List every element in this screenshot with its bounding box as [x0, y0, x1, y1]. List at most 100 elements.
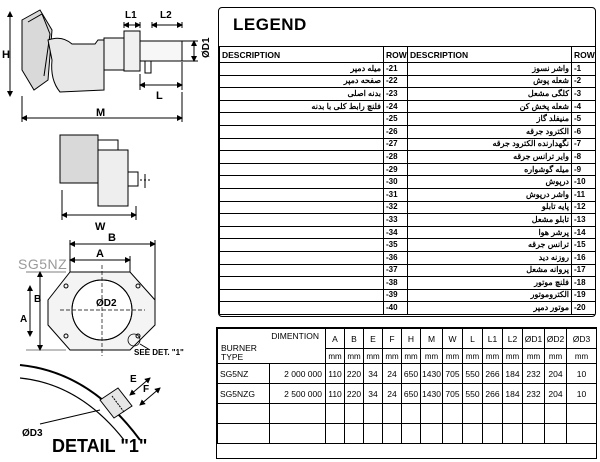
- legend-right-desc: واشر درپوش: [407, 187, 572, 202]
- detail-label: DETAIL "1": [52, 436, 148, 456]
- legend-left-num: -26: [383, 124, 408, 139]
- legend-left-desc: [219, 175, 384, 189]
- legend-right-num: -7: [571, 137, 595, 152]
- legend-right-desc: میله گوشواره: [407, 162, 572, 177]
- legend-left-num: -32: [383, 200, 408, 215]
- legend-panel: LEGEND DESCRIPTION ROW DESCRIPTION ROW م…: [218, 7, 596, 317]
- dim-col-header: E: [363, 328, 383, 349]
- dim-value-cell: 232: [522, 383, 545, 404]
- dim-col-header: W: [442, 328, 463, 349]
- dim-empty-cell: [566, 423, 596, 444]
- dim-empty-cell: [482, 423, 503, 444]
- legend-left-desc: [219, 225, 384, 240]
- legend-right-desc: روزنه دید: [407, 250, 572, 265]
- legend-left-desc: میله دمپر: [219, 62, 384, 76]
- legend-right-num: -20: [571, 301, 595, 315]
- legend-left-desc: فلنچ رابط کلی با بدنه: [219, 99, 384, 114]
- dim-empty-cell: [382, 423, 402, 444]
- dim-model-cell: SG5NZG: [217, 383, 270, 404]
- dim-value-cell: 204: [544, 363, 567, 384]
- legend-right-desc: الکترود جرقه: [407, 124, 572, 139]
- legend-title: LEGEND: [233, 15, 307, 34]
- legend-right-desc: درپوش: [407, 175, 572, 189]
- dim-value-cell: 220: [344, 363, 364, 384]
- dim-l1-label: L1: [125, 10, 137, 21]
- dim-col-header: H: [401, 328, 421, 349]
- legend-left-desc: [219, 288, 384, 303]
- dim-empty-cell: [325, 403, 345, 424]
- dim-empty-cell: [325, 423, 345, 444]
- legend-right-num: -15: [571, 238, 595, 252]
- dim-value-cell: 184: [502, 363, 523, 384]
- dim-b-label: B: [108, 232, 116, 244]
- dim-d1-label: ØD1: [201, 37, 212, 58]
- dim-empty-cell: [344, 403, 364, 424]
- legend-right-num: -19: [571, 288, 595, 303]
- dim-unit-cell: mm: [544, 348, 567, 364]
- dim-empty-cell: [401, 403, 421, 424]
- legend-right-desc: شعله پخش کن: [407, 99, 572, 114]
- legend-right-desc: ترانس جرقه: [407, 238, 572, 252]
- legend-right-num: -18: [571, 276, 595, 290]
- legend-left-num: -23: [383, 87, 408, 101]
- dim-unit-cell: mm: [363, 348, 383, 364]
- dim-col-header: ØD2: [544, 328, 567, 349]
- legend-left-num: -35: [383, 238, 408, 252]
- dim-d3-label: ØD3: [22, 428, 43, 439]
- model-label: SG5NZ: [18, 256, 68, 272]
- legend-right-num: -5: [571, 112, 595, 126]
- dim-e-label: E: [130, 374, 137, 385]
- legend-left-desc: [219, 250, 384, 265]
- legend-left-num: -29: [383, 162, 408, 177]
- legend-right-num: -3: [571, 87, 595, 101]
- dim-unit-cell: mm: [462, 348, 483, 364]
- dim-empty-row: [217, 423, 596, 444]
- legend-desc-header-left: DESCRIPTION: [219, 46, 384, 63]
- legend-left-num: -37: [383, 263, 408, 278]
- dim-value-cell: 650: [401, 383, 421, 404]
- dim-empty-cell: [442, 403, 463, 424]
- dim-empty-cell: [420, 403, 443, 424]
- dim-value-cell: 220: [344, 383, 364, 404]
- dim-value-cell: 34: [363, 383, 383, 404]
- legend-right-desc: شعله پوش: [407, 74, 572, 89]
- dim-value-cell: 232: [522, 363, 545, 384]
- legend-left-desc: [219, 238, 384, 252]
- legend-right-desc: وایر ترانس جرقه: [407, 150, 572, 164]
- dim-power-cell: 2 500 000: [269, 383, 326, 404]
- dim-empty-cell: [363, 403, 383, 424]
- legend-right-num: -9: [571, 162, 595, 177]
- dim-value-cell: 266: [482, 363, 503, 384]
- legend-right-desc: پرشر هوا: [407, 225, 572, 240]
- dim-col-header: F: [382, 328, 402, 349]
- dim-value-cell: 1430: [420, 363, 443, 384]
- dim-empty-row: [217, 403, 596, 424]
- dim-empty-cell: [344, 423, 364, 444]
- legend-left-desc: صفحه دمپر: [219, 74, 384, 89]
- dim-w-label: W: [95, 221, 106, 233]
- dim-unit-cell: mm: [382, 348, 402, 364]
- dim-h-label: H: [2, 49, 10, 61]
- legend-left-num: -30: [383, 175, 408, 189]
- dim-unit-cell: mm: [401, 348, 421, 364]
- legend-right-desc: موتور دمپر: [407, 301, 572, 315]
- dim-l-label: L: [156, 90, 163, 102]
- legend-right-num: -6: [571, 124, 595, 139]
- dim-m-label: M: [96, 107, 105, 119]
- legend-left-desc: [219, 276, 384, 290]
- legend-left-num: -33: [383, 213, 408, 227]
- legend-left-desc: [219, 150, 384, 164]
- legend-left-num: -31: [383, 187, 408, 202]
- legend-right-num: -11: [571, 187, 595, 202]
- dim-empty-cell: [217, 423, 270, 444]
- legend-left-desc: [219, 301, 384, 315]
- dim-empty-cell: [502, 423, 523, 444]
